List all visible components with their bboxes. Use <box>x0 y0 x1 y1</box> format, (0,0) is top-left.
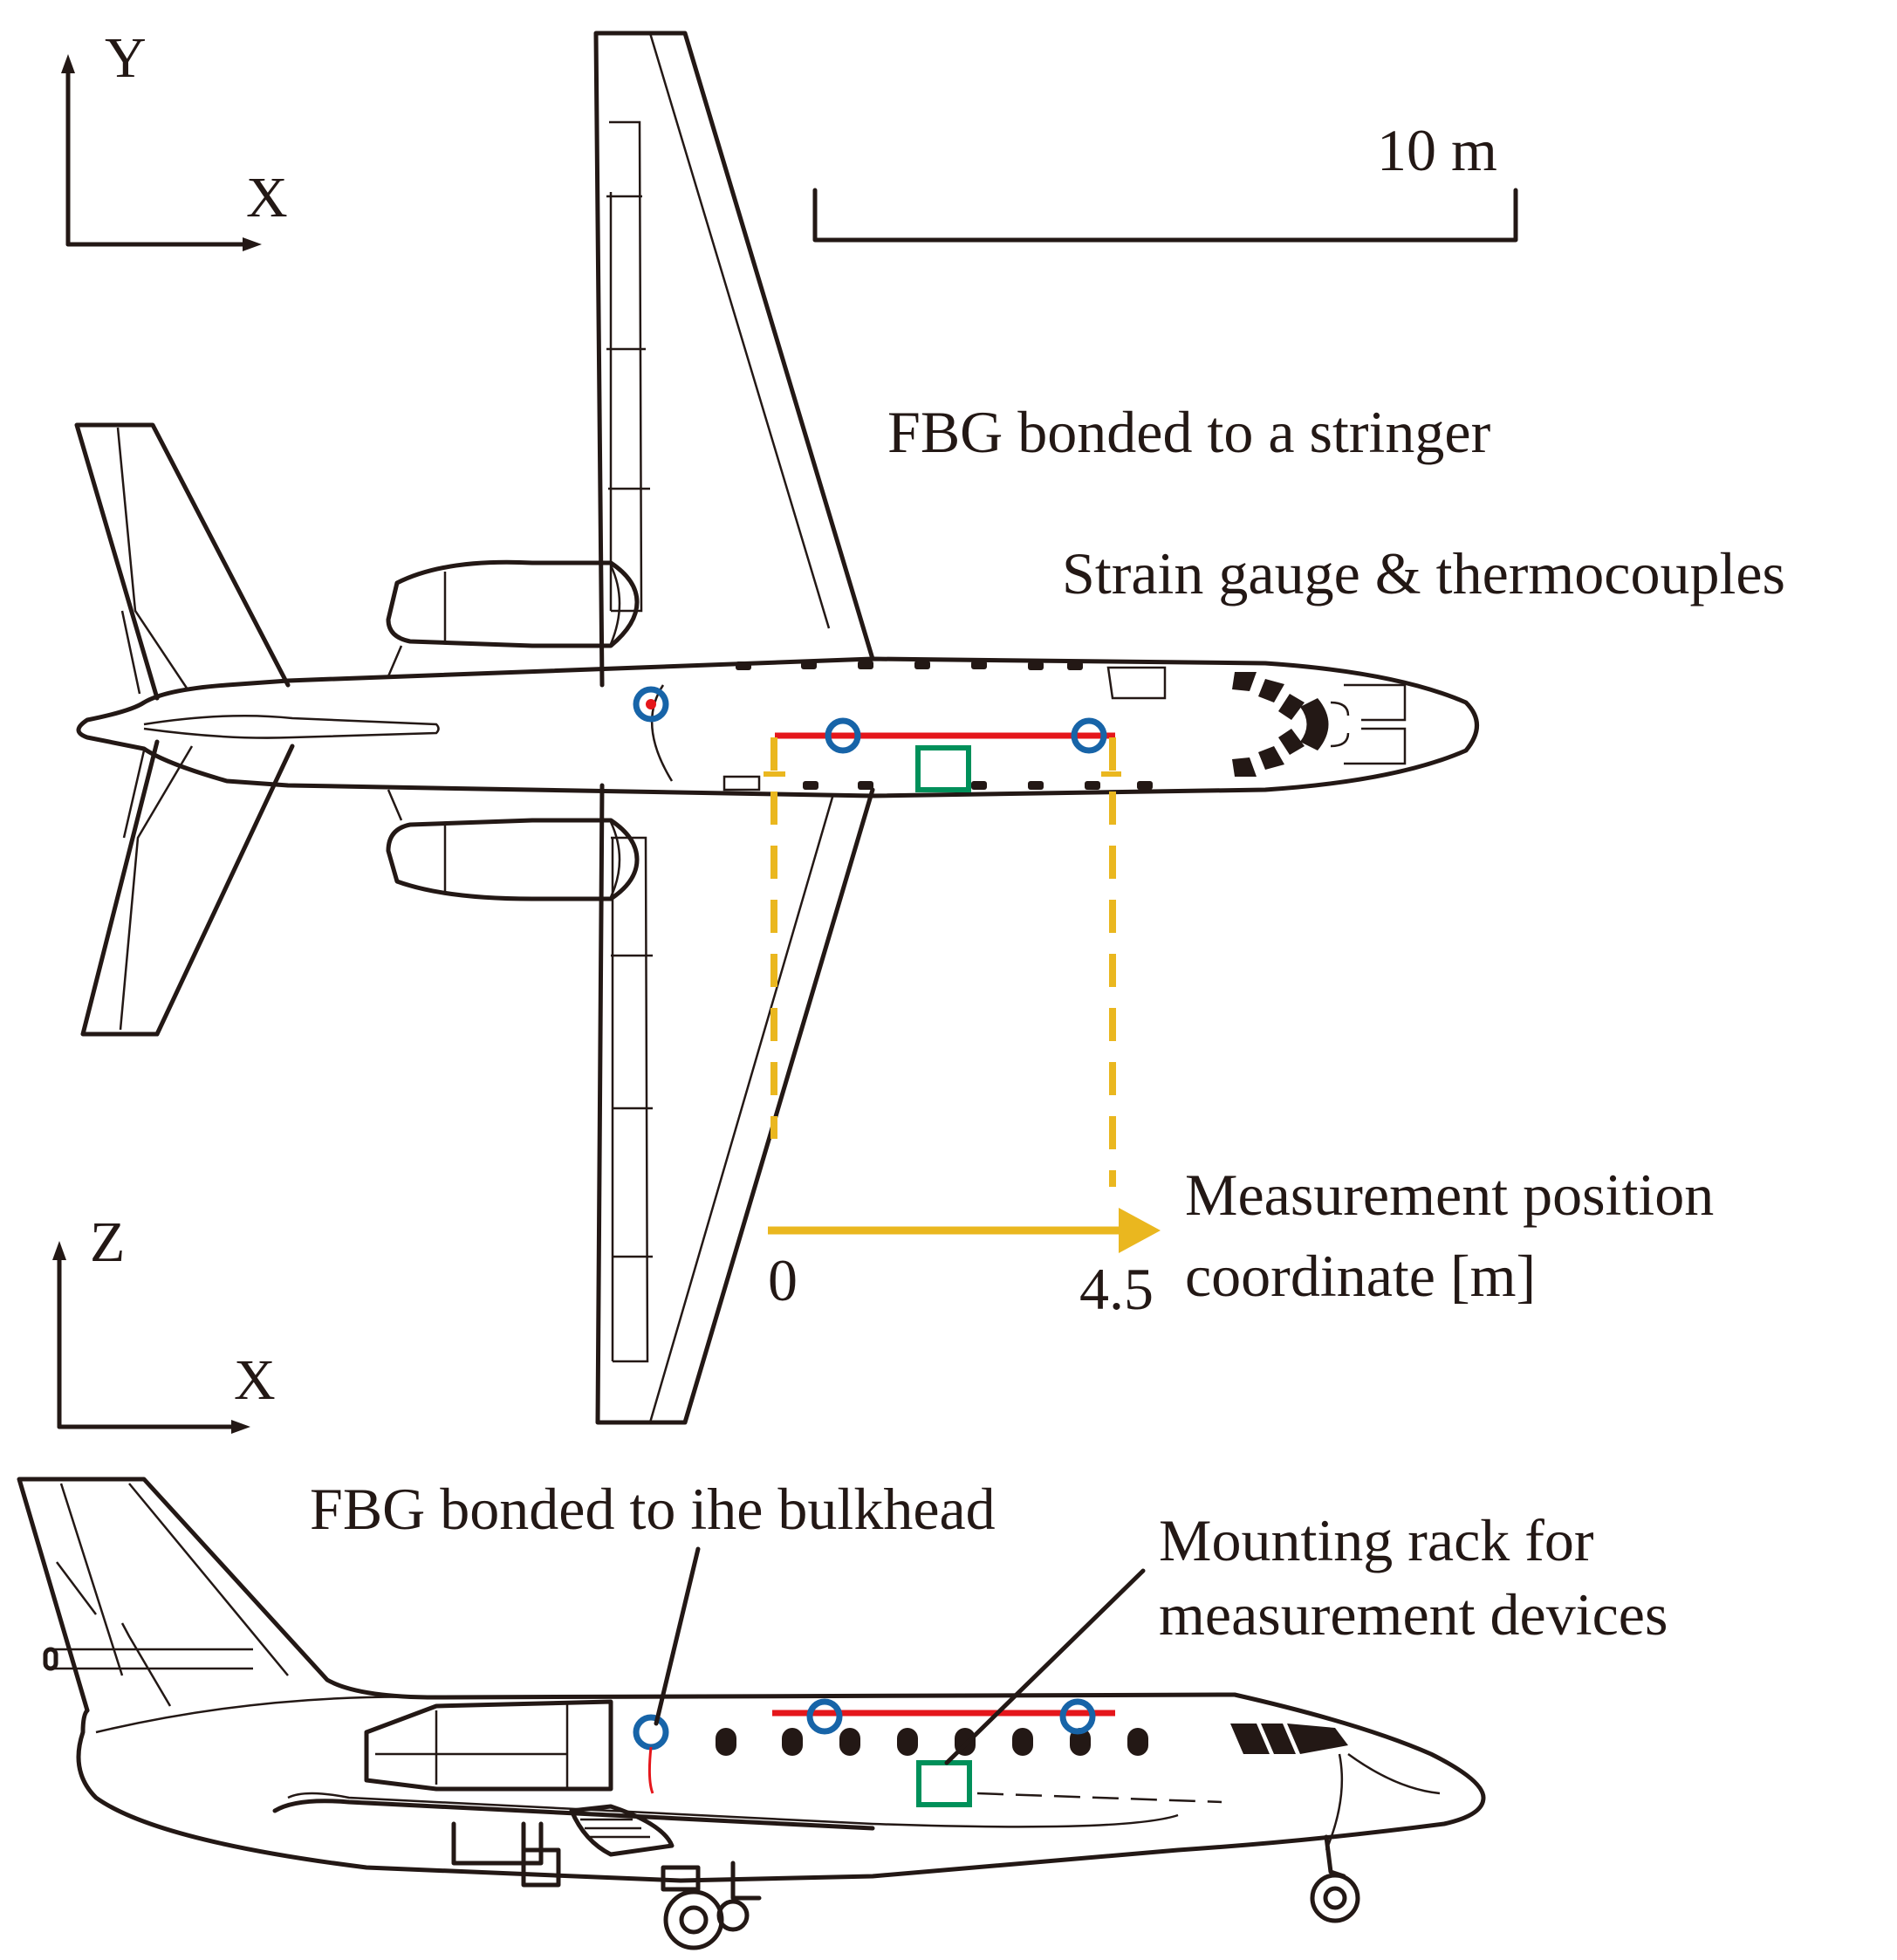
x2-axis-label: X <box>234 1348 276 1412</box>
upper-engine <box>386 559 640 648</box>
top-windows-lower <box>723 775 1153 792</box>
lower-stabilizer <box>80 739 295 1037</box>
bottom-axes: Z X <box>52 1210 276 1434</box>
side-fuselage <box>76 1692 1486 1883</box>
measurement-coordinate-axis: 0 4.5 Measurement position coordinate [m… <box>768 1162 1714 1322</box>
scale-bar: 10 m <box>812 117 1518 243</box>
top-view-aircraft <box>74 31 1479 1425</box>
wing-root-fairing <box>569 1804 675 1857</box>
nose-landing-gear <box>1310 1834 1360 1923</box>
top-windows-upper <box>736 661 1083 670</box>
rack-label-1: Mounting rack for <box>1159 1507 1594 1573</box>
side-rack-box <box>916 1760 972 1807</box>
rack-label-2: measurement devices <box>1159 1581 1668 1648</box>
y-axis-arrowhead <box>61 54 75 73</box>
top-sensor-circle-1 <box>825 717 861 754</box>
coordinate-axis-arrowhead <box>1119 1208 1161 1253</box>
cockpit-center <box>1300 698 1329 750</box>
top-axes: Y X <box>61 26 288 251</box>
upper-stabilizer <box>74 422 291 701</box>
coord-end-label: 4.5 <box>1079 1256 1154 1322</box>
top-bulkhead-sensor <box>633 686 669 723</box>
side-sensor-circle-2 <box>1059 1698 1096 1735</box>
x-axis-label: X <box>246 166 288 230</box>
lower-engine <box>386 818 640 901</box>
side-bulkhead-sensor <box>633 1714 669 1751</box>
fbg-bulkhead-label: FBG bonded to ihe bulkhead <box>310 1476 996 1542</box>
x2-axis-arrowhead <box>231 1420 250 1434</box>
side-engine <box>364 1699 613 1792</box>
top-sensor-circle-2 <box>1071 717 1107 754</box>
fbg-stringer-label: FBG bonded to a stringer <box>887 399 1491 465</box>
lower-wing <box>595 783 875 1425</box>
windshield-lower <box>1232 729 1305 777</box>
upper-wing <box>593 31 875 688</box>
windshield-upper <box>1232 672 1305 720</box>
top-rack-box <box>915 745 971 792</box>
coord-start-label: 0 <box>768 1247 798 1313</box>
side-view-aircraft <box>17 1477 1486 1950</box>
x-axis-arrowhead <box>243 237 262 251</box>
measurement-position-label-2: coordinate [m] <box>1185 1243 1536 1309</box>
scale-bar-line <box>812 188 1518 243</box>
strain-gauge-label: Strain gauge & thermocouples <box>1062 540 1785 607</box>
measurement-position-label-1: Measurement position <box>1185 1162 1714 1228</box>
z-axis-arrowhead <box>52 1241 66 1260</box>
bulkhead-leader-line <box>654 1546 701 1726</box>
main-landing-gear <box>661 1861 762 1950</box>
top-fuselage <box>76 656 1479 798</box>
tail-fairing <box>143 714 440 739</box>
upper-flap-line <box>609 120 643 613</box>
z-axis-label: Z <box>90 1210 125 1274</box>
scale-bar-label: 10 m <box>1377 117 1497 183</box>
rack-leader-line <box>944 1568 1146 1765</box>
side-sensor-circle-1 <box>806 1698 843 1735</box>
y-axis-label: Y <box>105 26 147 90</box>
side-cockpit-window-1 <box>1230 1724 1296 1754</box>
side-cockpit-window-2 <box>1287 1724 1348 1754</box>
